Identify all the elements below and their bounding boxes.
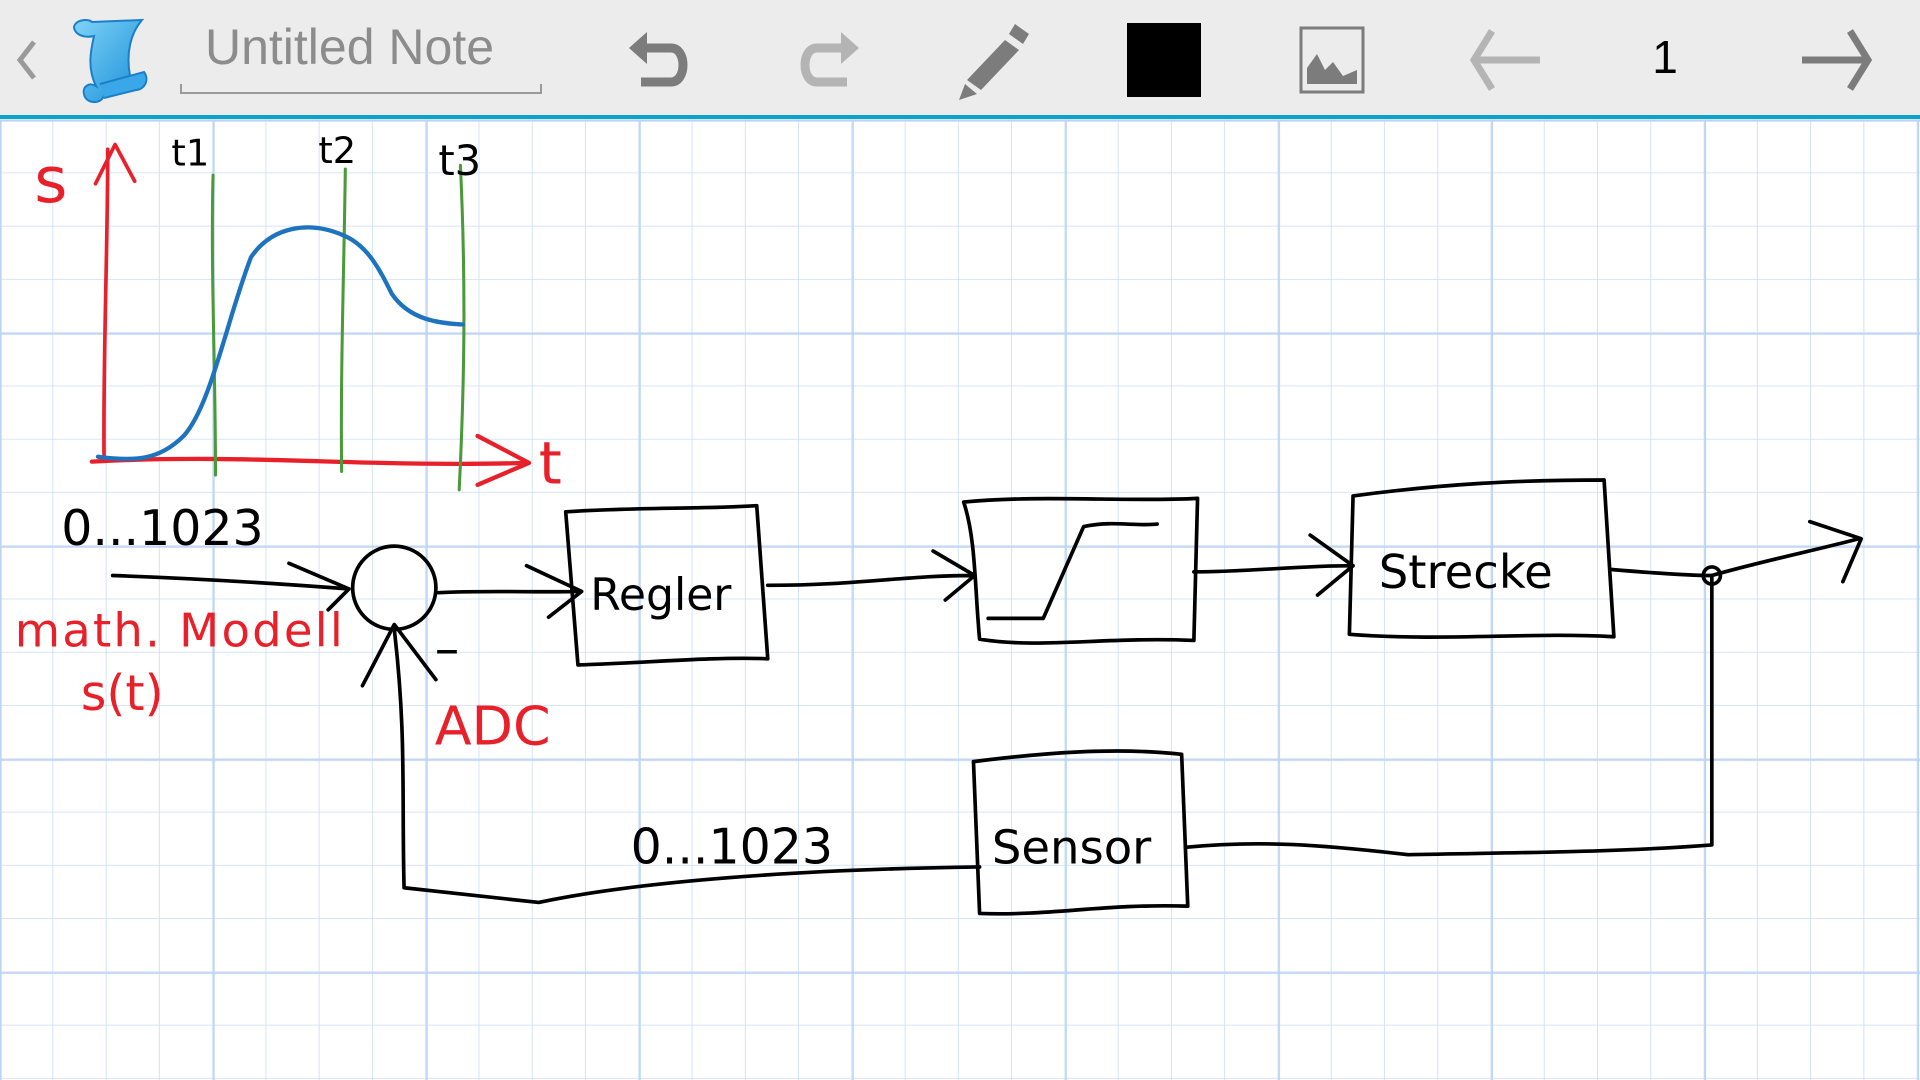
feedback-range-label: 0...1023	[631, 818, 833, 875]
y-axis-label: s	[34, 144, 67, 218]
x-axis	[89, 456, 529, 467]
input-label-line2: s(t)	[81, 665, 164, 722]
note-title-input[interactable]: Untitled Note	[205, 19, 495, 75]
undo-button[interactable]	[620, 25, 700, 95]
input-label-line1: math. Modell	[15, 604, 343, 658]
redo-button[interactable]	[788, 25, 868, 95]
marker-label-t1: t1	[171, 131, 209, 174]
arrow-left-icon	[1469, 29, 1540, 91]
block-diagram: 0...1023 math. Modell s(t) – ADC Regler …	[15, 478, 1864, 916]
controller-block	[563, 503, 770, 667]
scroll-icon	[72, 18, 148, 103]
grid-paper-major	[0, 120, 1920, 1080]
marker-label-t2: t2	[318, 129, 356, 172]
saturation-curve-icon	[986, 521, 1159, 621]
adc-label: ADC	[435, 694, 551, 757]
marker-label-t3: t3	[438, 136, 481, 185]
image-icon	[1299, 26, 1365, 94]
y-axis-arrowhead	[93, 142, 137, 186]
redo-icon	[800, 32, 859, 87]
toolbar: Untitled Note 1	[0, 0, 1920, 115]
previous-page-button[interactable]	[1460, 25, 1550, 95]
saturation-block	[961, 496, 1200, 645]
sensor-label: Sensor	[992, 820, 1152, 874]
feedback-path-right	[1183, 573, 1714, 857]
insert-image-button[interactable]	[1294, 24, 1370, 96]
controller-label: Regler	[590, 570, 732, 621]
arrow-right-icon	[1802, 29, 1873, 91]
chevron-left-icon	[16, 40, 36, 80]
x-axis-label: t	[539, 429, 562, 498]
undo-icon	[629, 32, 688, 87]
plant-label: Strecke	[1379, 545, 1553, 599]
marker-line-t1	[210, 173, 218, 477]
input-range-label: 0...1023	[61, 500, 263, 557]
color-picker-button[interactable]	[1126, 22, 1202, 98]
back-button[interactable]	[8, 35, 44, 85]
signal-curve	[95, 225, 466, 462]
input-arrow	[110, 561, 351, 612]
toolbar-divider	[0, 115, 1920, 119]
pen-tool-button[interactable]	[950, 18, 1040, 102]
page-number: 1	[1652, 31, 1678, 83]
note-title-field[interactable]: Untitled Note	[180, 12, 542, 94]
minus-sign: –	[435, 620, 459, 677]
color-swatch	[1127, 23, 1201, 97]
feedback-arrowhead	[360, 622, 438, 688]
y-axis	[102, 147, 110, 462]
arrow-to-controller	[436, 563, 584, 619]
arrow-to-plant	[1192, 533, 1355, 597]
plant-block	[1347, 478, 1616, 639]
sensor-block	[971, 749, 1190, 916]
next-page-button[interactable]	[1792, 25, 1882, 95]
x-axis-arrowhead	[475, 433, 532, 488]
graph-sketch: s t t1 t2 t3	[34, 129, 562, 498]
marker-line-t3	[457, 163, 466, 492]
feedback-path-left	[392, 627, 982, 905]
app-icon[interactable]	[62, 14, 152, 104]
marker-line-t2	[339, 167, 347, 473]
pencil-icon	[959, 24, 1029, 100]
